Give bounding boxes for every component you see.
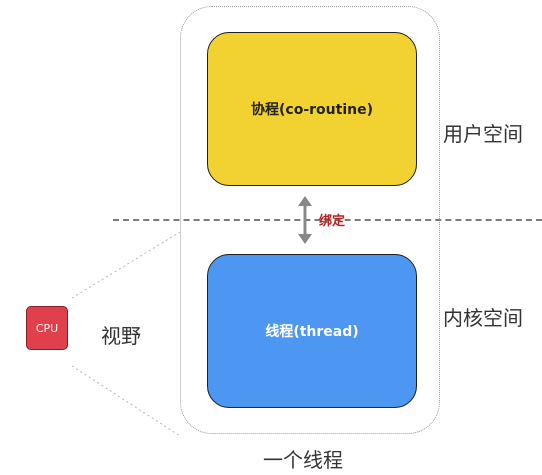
view-label: 视野 [101,324,141,348]
view-line-top [71,231,181,299]
user-space-label: 用户空间 [443,122,523,146]
thread-label: 线程(thread) [265,324,359,340]
kernel-space-label: 内核空间 [443,306,523,330]
coroutine-box: 协程(co-routine) [207,32,417,186]
thread-box: 线程(thread) [207,254,417,408]
bind-arrow-head-down [298,234,312,244]
coroutine-label: 协程(co-routine) [251,102,373,118]
cpu-icon: CPU [26,306,68,350]
bind-arrow-head-up [298,196,312,206]
bind-label: 绑定 [319,214,346,229]
cpu-label: CPU [35,321,59,335]
container-caption: 一个线程 [263,448,343,472]
user-kernel-divider [113,219,542,221]
view-line-bottom [71,365,181,437]
